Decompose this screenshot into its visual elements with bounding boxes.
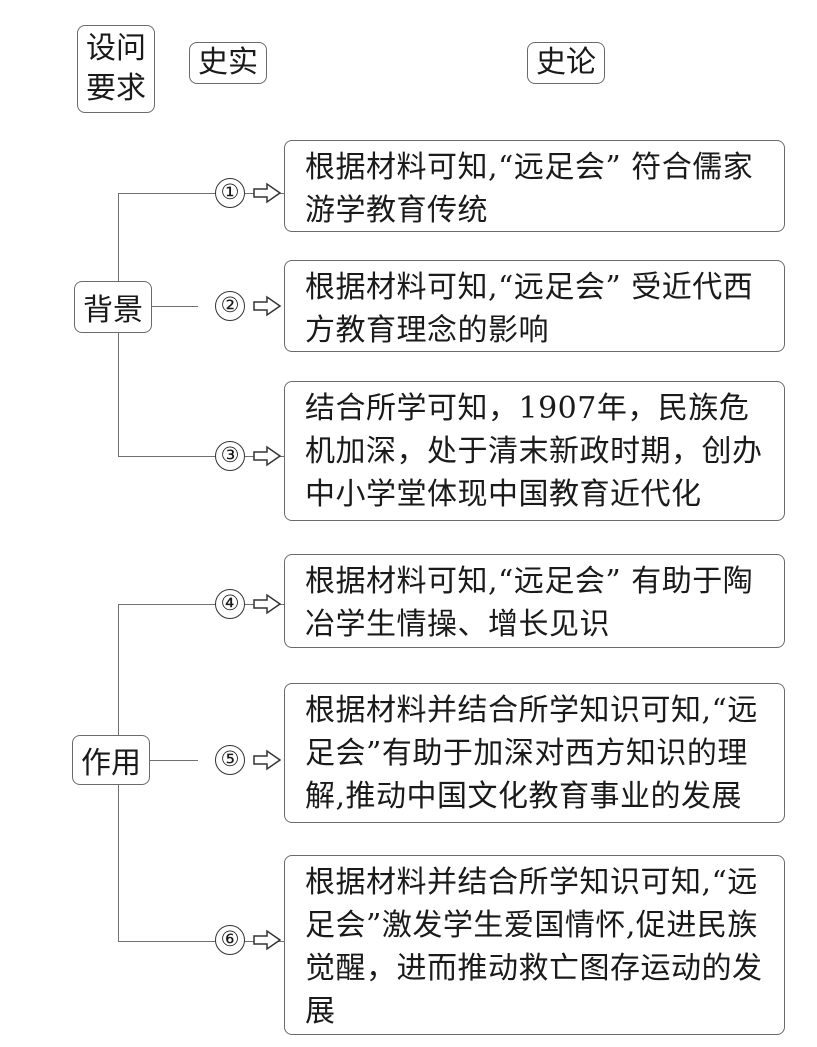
item-number-badge: ② [215,291,245,321]
item-number-badge: ③ [215,441,245,471]
right-arrow-icon [252,929,282,951]
function-connector-line [150,760,198,761]
conclusions-header: 史论 [527,42,605,84]
right-arrow-icon [252,749,282,771]
conclusion-box: 根据材料并结合所学知识可知,“远足会”有助于加深对西方知识的理解,推动中国文化教… [284,683,785,823]
category-background: 背景 [74,281,152,333]
conclusion-box: 根据材料可知,“远足会” 受近代西方教育理念的影响 [284,260,785,352]
item-number-badge: ① [215,178,245,208]
item-number-badge: ④ [215,589,245,619]
conclusion-box: 结合所学可知，1907年，民族危机加深，处于清末新政时期，创办中小学堂体现中国教… [284,381,785,521]
facts-header: 史实 [189,42,267,84]
right-arrow-icon [252,295,282,317]
category-function: 作用 [72,735,150,785]
conclusion-box: 根据材料可知,“远足会” 符合儒家游学教育传统 [284,140,785,232]
right-arrow-icon [252,593,282,615]
conclusion-box: 根据材料可知,“远足会” 有助于陶冶学生情操、增长见识 [284,554,785,648]
item-number-badge: ⑤ [215,745,245,775]
background-connector-line [150,306,198,307]
question-requirement-line-1: 设问 [86,31,146,66]
item-number-badge: ⑥ [215,925,245,955]
right-arrow-icon [252,445,282,467]
question-requirement-header: 设问 要求 [77,25,155,113]
question-requirement-line-2: 要求 [86,71,146,106]
right-arrow-icon [252,182,282,204]
conclusion-box: 根据材料并结合所学知识可知,“远足会”激发学生爱国情怀,促进民族觉醒，进而推动救… [284,855,785,1035]
